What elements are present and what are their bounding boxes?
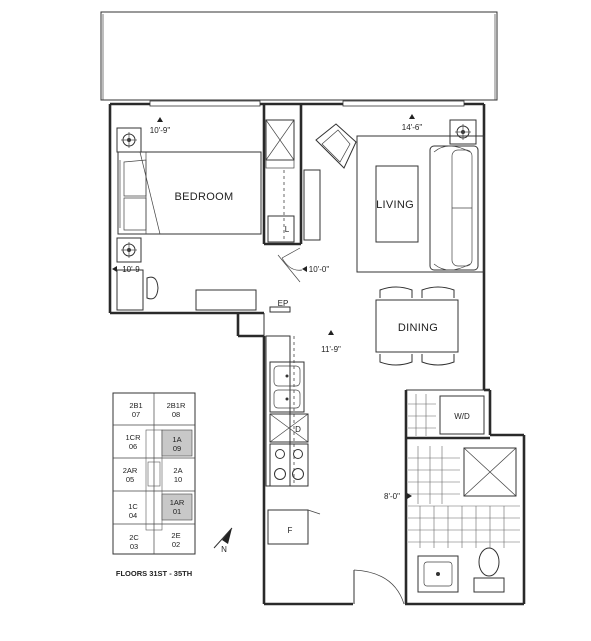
key-unit-num: 08 [172, 410, 180, 419]
closet: L [265, 119, 321, 243]
electrical-panel: EP [269, 299, 291, 313]
key-unit-name: 1C [128, 502, 138, 511]
key-unit-1ar-highlight [161, 493, 193, 521]
ac-unit-icon [116, 127, 142, 153]
key-unit-name: 2A [173, 466, 182, 475]
key-unit-num: 09 [173, 444, 181, 453]
living-width-dim: 14'-6" [402, 123, 423, 132]
dining-label: DINING [398, 322, 438, 334]
key-plan: 2B1 07 2B1R 08 1CR 06 1A 09 2AR 05 2A 10… [112, 392, 196, 578]
bath-width-dim: 8'-0" [384, 492, 400, 501]
key-unit-name: 1AR [170, 498, 185, 507]
desk [116, 269, 144, 311]
north-label: N [221, 545, 227, 554]
electrical-panel-label: EP [278, 299, 289, 308]
key-unit-name: 2E [171, 531, 180, 540]
key-unit-name: 2B1 [129, 401, 142, 410]
shower [463, 447, 517, 497]
dining-table [375, 299, 459, 353]
key-unit-1a-highlight [161, 429, 193, 457]
key-unit-num: 07 [132, 410, 140, 419]
bathroom: 8'-0" [384, 446, 520, 593]
washer-dryer [439, 395, 485, 435]
cooktop-icon [269, 443, 309, 487]
entry-door [353, 569, 405, 605]
armchair [315, 123, 357, 169]
key-unit-num: 10 [174, 475, 182, 484]
dresser [195, 289, 257, 311]
bed [117, 151, 262, 235]
washer-dryer-label: W/D [454, 412, 470, 421]
key-unit-name: 2C [129, 533, 139, 542]
bath-tiles [408, 446, 520, 548]
kitchen: D F 11'-9" [265, 330, 341, 545]
vanity [417, 555, 459, 593]
linen-closet-label: L [285, 225, 290, 234]
kitchen-sink [269, 361, 305, 413]
laundry-closet: W/D [404, 389, 490, 604]
key-unit-num: 04 [129, 511, 137, 520]
fridge-label: F [288, 526, 293, 535]
fridge [267, 509, 309, 545]
living-room: LIVING 14'-6" [315, 114, 485, 273]
living-label: LIVING [376, 199, 414, 211]
north-arrow-icon: N [213, 527, 233, 554]
living-depth-dim: 10'-0" [309, 265, 330, 274]
kitchen-length-dim: 11'-9" [321, 345, 341, 354]
bedroom-width-dim: 10'-9" [150, 126, 171, 135]
bedroom: BEDROOM 10'-9" 10'-9 [112, 104, 303, 311]
balcony [100, 11, 498, 101]
key-unit-num: 06 [129, 442, 137, 451]
key-unit-num: 05 [126, 475, 134, 484]
chair [146, 276, 159, 300]
laundry-tiles [408, 394, 436, 436]
key-unit-num: 03 [130, 542, 138, 551]
key-unit-name: 1A [172, 435, 181, 444]
key-plan-caption: FLOORS 31ST - 35TH [116, 569, 192, 578]
key-unit-num: 01 [173, 507, 181, 516]
bedroom-label: BEDROOM [175, 191, 234, 203]
dishwasher [269, 413, 309, 443]
ac-unit-icon [449, 119, 477, 145]
key-unit-name: 2AR [123, 466, 138, 475]
bedroom-door [277, 247, 303, 283]
bedroom-depth-dim: 10'-9 [122, 265, 140, 274]
key-unit-name: 1CR [125, 433, 141, 442]
key-unit-num: 02 [172, 540, 180, 549]
dining-area: DINING [375, 286, 459, 366]
coffee-table [375, 165, 419, 243]
dishwasher-label: D [295, 425, 301, 434]
ac-unit-icon [116, 237, 142, 263]
key-unit-name: 2B1R [167, 401, 186, 410]
sofa [429, 145, 479, 271]
toilet-icon [473, 547, 505, 593]
